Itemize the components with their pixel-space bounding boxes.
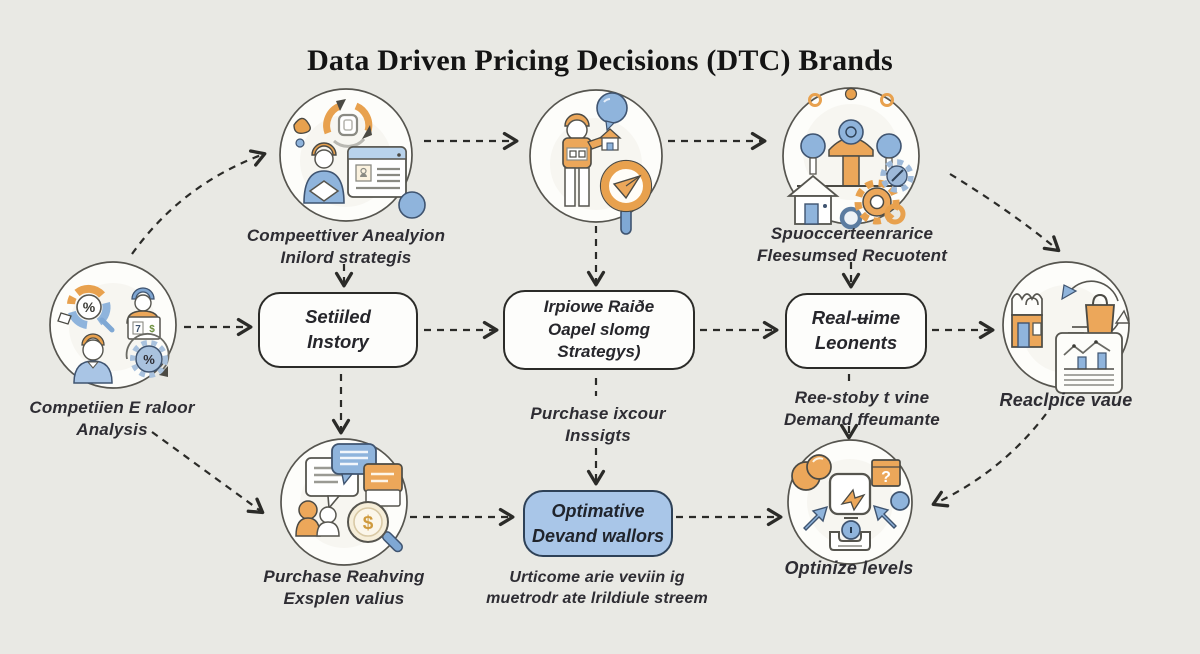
node-label: Irpiowe Raiðe bbox=[543, 296, 655, 316]
caption-line: muetrodr ate lrildiule streem bbox=[486, 590, 708, 608]
caption-line: Compeettiver Anealyion bbox=[246, 226, 446, 245]
caption-line: Inilord strategis bbox=[280, 248, 412, 268]
arrow-supplier-to-price-value bbox=[949, 173, 1061, 253]
house-in-hand-icon bbox=[598, 128, 622, 151]
question-box-icon: ? bbox=[871, 459, 901, 487]
blue-gear-icon bbox=[880, 159, 914, 193]
node-realtime-elements: Real-ʉime Leonents bbox=[785, 293, 927, 369]
up-arrow-icon bbox=[803, 505, 829, 531]
node-optimative-demand: Optimative Devand wallors bbox=[523, 490, 673, 557]
percent-gear-icon: % bbox=[125, 332, 170, 378]
magnifier-icon bbox=[599, 159, 653, 235]
competitive-analysis-icon bbox=[279, 88, 426, 222]
caption-line: Optinize levels bbox=[784, 558, 914, 578]
node-label: Leonents bbox=[814, 332, 898, 353]
market-research-icon bbox=[529, 89, 663, 235]
price-value-icon bbox=[1002, 261, 1131, 394]
node-label: Optimative bbox=[551, 501, 645, 522]
svg-text:%: % bbox=[143, 352, 155, 367]
dollar-magnifier-icon: $ bbox=[347, 501, 403, 553]
caption-realtime-demand: Ree-stoby t vine Demand ffeumante bbox=[784, 387, 940, 432]
caption-line: Urticome arie veviin ig bbox=[509, 569, 685, 586]
node-label: Oapel slomg Strategys) bbox=[547, 319, 651, 362]
balloon-icon bbox=[596, 92, 628, 124]
gear-icon bbox=[854, 179, 900, 225]
caption-line: Ree-stoby t vine bbox=[794, 388, 930, 407]
caption-purchase-insights: Purchase ixcour Inssigts bbox=[530, 403, 665, 448]
arrow-competitor-to-competitive bbox=[131, 149, 267, 255]
caption-line: Fleesumsed Recuotent bbox=[756, 246, 948, 266]
caption-purchase-behavior: Purchase Reahving Exsplen valius bbox=[263, 566, 424, 611]
caption-optimize-levels: Optinize levels bbox=[784, 557, 913, 581]
supplier-resources-icon bbox=[782, 87, 920, 230]
svg-text:%: % bbox=[83, 299, 96, 315]
svg-text:$: $ bbox=[363, 513, 374, 534]
house-icon bbox=[786, 174, 840, 225]
caption-line: Reaclpice vaue bbox=[999, 390, 1133, 410]
arrow-price-value-to-optimize bbox=[931, 413, 1047, 508]
caption-line: Analysis bbox=[76, 420, 148, 440]
node-label: Real-ʉime bbox=[811, 307, 901, 329]
caption-outcome-metrics: Urticome arie veviin ig muetrodr ate lri… bbox=[486, 567, 708, 609]
caption-line: Competiien E raloor bbox=[29, 398, 195, 417]
svg-text:$: $ bbox=[149, 324, 155, 335]
caption-line: Inssigts bbox=[565, 426, 631, 446]
node-label: Instory bbox=[307, 331, 369, 352]
node-improve-pricing-strategies: Irpiowe Raiðe Oapel slomg Strategys) bbox=[503, 290, 695, 370]
arrow-competitor-to-behavior bbox=[151, 431, 265, 515]
diagram-title: Data Driven Pricing Decisions (DTC) Bran… bbox=[307, 44, 893, 77]
node-label: Setiiled bbox=[305, 306, 371, 328]
caption-competitive-analysis: Compeettiver Anealyion Inilord strategis bbox=[247, 225, 445, 270]
caption-supplier-resources: Spuoccerteenrarice Fleesumsed Recuotent bbox=[757, 223, 947, 268]
svg-text:?: ? bbox=[881, 469, 891, 486]
flow-arrows bbox=[131, 131, 1061, 527]
chat-bubble-orange-icon bbox=[363, 463, 403, 493]
pie-magnifier-icon: % bbox=[57, 284, 115, 333]
optimize-levels-icon: ? bbox=[787, 439, 913, 565]
store-icon bbox=[1011, 293, 1043, 348]
up-arrow-icon bbox=[872, 504, 897, 529]
caption-line: Purchase Reahving bbox=[263, 567, 425, 586]
svg-text:7: 7 bbox=[135, 324, 141, 335]
caption-line: Purchase ixcour bbox=[530, 404, 666, 423]
caption-price-value: Reaclpice vaue bbox=[1000, 389, 1133, 413]
node-label: Devand wallors bbox=[531, 525, 665, 546]
caption-line: Exsplen valius bbox=[283, 589, 405, 609]
purchase-behavior-icon: $ bbox=[280, 438, 408, 566]
competitor-analysis-icon: % 7 $ % bbox=[49, 261, 177, 389]
chart-document-icon bbox=[1055, 332, 1123, 394]
caption-line: Demand ffeumante bbox=[784, 410, 940, 430]
node-settled-instory: Setiiled Instory bbox=[258, 292, 418, 368]
caption-competitor-analysis: Competiien E raloor Analysis bbox=[29, 397, 194, 442]
caption-line: Spuoccerteenrarice bbox=[770, 224, 934, 243]
